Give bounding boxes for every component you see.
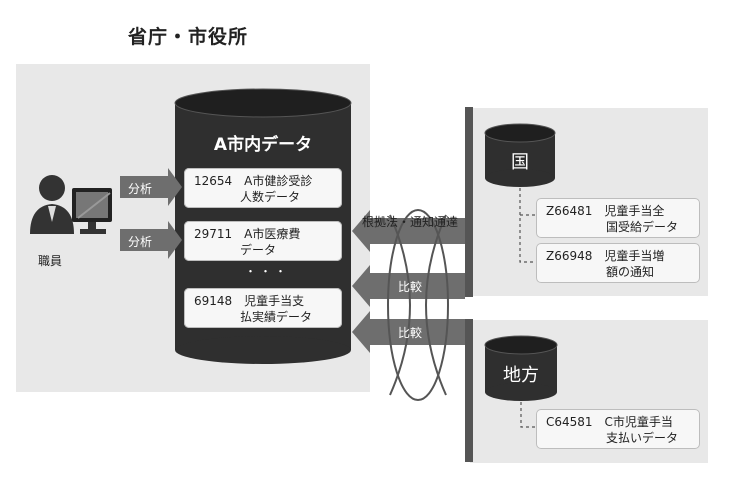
local-record-c64581: C64581 C市児童手当 支払いデータ (536, 409, 700, 449)
records-ellipsis: ・・・ (245, 265, 290, 278)
local-connector (520, 402, 535, 428)
record-line1: 69148 児童手当支 (194, 294, 305, 308)
staff-label: 職員 (38, 254, 63, 268)
record-line2: 払実績データ (240, 310, 313, 324)
national-connectors (519, 188, 535, 263)
national-record-z66481: Z66481 児童手当全 国受給データ (536, 198, 700, 238)
national-record-z66948: Z66948 児童手当増 額の通知 (536, 243, 700, 283)
national-db-label: 国 (511, 152, 529, 173)
record-line1: 12654 A市健診受診 (194, 174, 313, 188)
local-db-label: 地方 (503, 365, 539, 386)
analyze-arrow-1 (120, 168, 182, 206)
record-line1: Z66948 児童手当増 (546, 249, 665, 263)
record-card-29711: 29711 A市医療費 データ (184, 221, 342, 261)
record-line1: C64581 C市児童手当 (546, 415, 673, 429)
record-line1: Z66481 児童手当全 (546, 204, 665, 218)
a-city-database-title: A市内データ (213, 135, 313, 155)
record-line2: 支払いデータ (606, 431, 679, 445)
analyze-label-2: 分析 (128, 235, 153, 249)
record-line2: データ (240, 243, 277, 257)
national-database-cylinder (484, 123, 556, 187)
record-card-69148: 69148 児童手当支 払実績データ (184, 288, 342, 328)
page-title: 省庁・市役所 (128, 26, 249, 48)
record-line2: 額の通知 (606, 265, 655, 279)
staff-person-icon (30, 175, 112, 234)
compare-label-2: 比較 (398, 326, 423, 340)
local-database-cylinder (484, 335, 558, 401)
national-bar (465, 107, 473, 297)
analyze-arrow-2 (120, 221, 182, 259)
law-notice-label: 根拠法・通知通達 (362, 215, 459, 229)
analyze-label-1: 分析 (128, 182, 153, 196)
compare-label-1: 比較 (398, 280, 423, 294)
record-card-12654: 12654 A市健診受診 人数データ (184, 168, 342, 208)
cross-ellipses (387, 209, 449, 401)
record-line2: 国受給データ (606, 220, 679, 234)
record-line2: 人数データ (240, 190, 301, 204)
record-line1: 29711 A市医療費 (194, 227, 301, 241)
local-bar (465, 319, 473, 462)
